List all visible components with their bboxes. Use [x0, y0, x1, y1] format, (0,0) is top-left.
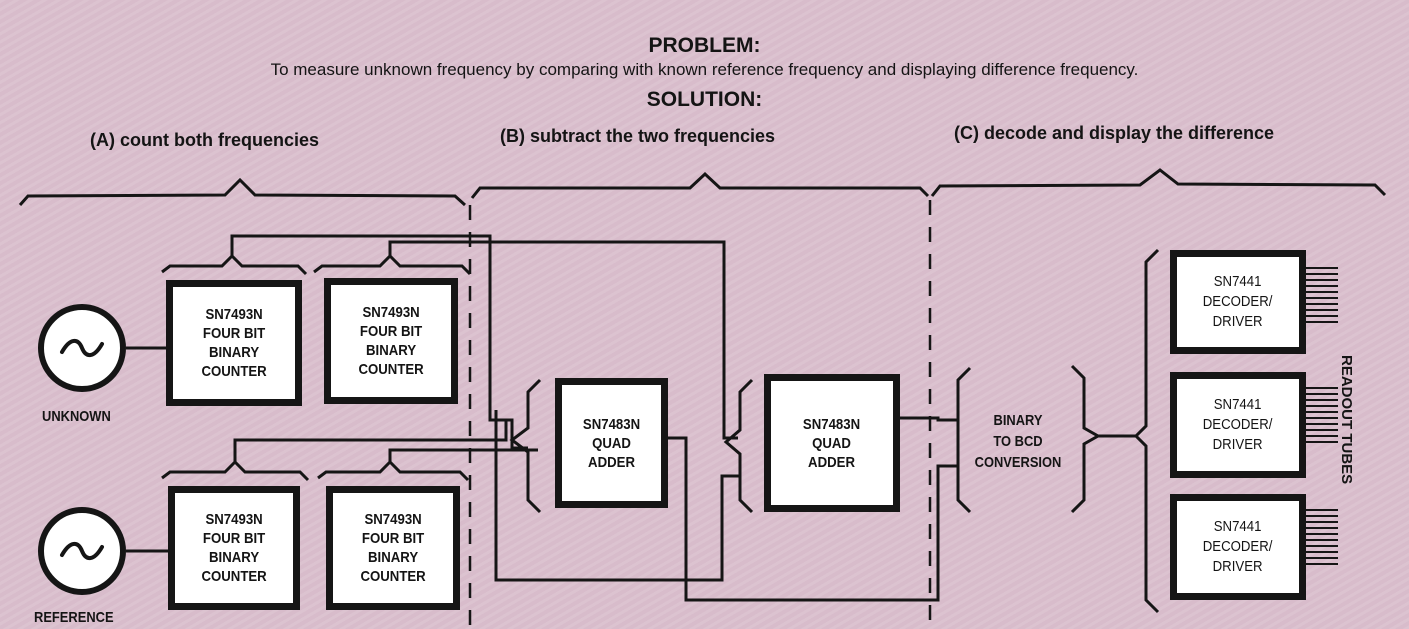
brace-counters-unknown-b	[313, 253, 472, 276]
brace-decoders	[1133, 248, 1160, 614]
wire-reference-a	[233, 420, 508, 462]
brace-conversion-left	[956, 366, 972, 514]
brace-conversion-right	[1070, 364, 1102, 514]
brace-section-c	[930, 168, 1387, 197]
counter-reference-2: SN7493N FOUR BIT BINARY COUNTER	[326, 486, 460, 610]
unknown-oscillator	[38, 304, 126, 392]
brace-adder-2-input	[723, 378, 754, 514]
adder-2: SN7483N QUAD ADDER	[764, 374, 900, 512]
decoder-1-pins	[1302, 267, 1338, 323]
sine-wave-icon	[60, 339, 104, 357]
counter-reference-1: SN7493N FOUR BIT BINARY COUNTER	[168, 486, 300, 610]
counter-unknown-2: SN7493N FOUR BIT BINARY COUNTER	[324, 278, 458, 404]
sine-wave-icon	[60, 542, 104, 560]
decoder-2: SN7441 DECODER/ DRIVER	[1170, 372, 1306, 478]
wire-adder-link	[666, 436, 958, 602]
adder-2-label: SN7483N QUAD ADDER	[803, 415, 861, 471]
step-a-label: (A) count both frequencies	[90, 130, 319, 150]
adder-1: SN7483N QUAD ADDER	[555, 378, 668, 508]
adder-1-label: SN7483N QUAD ADDER	[582, 415, 641, 471]
binary-to-bcd-label: BINARY TO BCD CONVERSION	[974, 412, 1062, 471]
decoder-1-label: SN7441 DECODER/ DRIVER	[1203, 273, 1273, 330]
counter-reference-1-label: SN7493N FOUR BIT BINARY COUNTER	[201, 511, 267, 585]
decoder-3-pins	[1302, 509, 1338, 565]
brace-section-a	[18, 177, 467, 207]
step-b-label: (B) subtract the two frequencies	[500, 126, 776, 146]
decoder-3-label: SN7441 DECODER/ DRIVER	[1203, 518, 1273, 575]
brace-section-b	[470, 171, 930, 199]
counter-unknown-1: SN7493N FOUR BIT BINARY COUNTER	[166, 280, 302, 406]
brace-counters-reference-b	[317, 459, 470, 482]
solution-heading: SOLUTION:	[646, 88, 763, 111]
decoder-pins	[1302, 267, 1338, 565]
unknown-label: UNKNOWN	[42, 408, 111, 425]
brace-counters-reference-a	[161, 459, 310, 482]
reference-label: REFERENCE	[34, 609, 114, 626]
wire-reference-b	[388, 448, 538, 462]
decoder-2-pins	[1302, 387, 1338, 443]
brace-adder-1-input	[509, 378, 542, 514]
problem-heading: PROBLEM:	[648, 34, 761, 57]
counter-unknown-1-label: SN7493N FOUR BIT BINARY COUNTER	[201, 306, 267, 380]
counter-reference-2-label: SN7493N FOUR BIT BINARY COUNTER	[360, 511, 426, 585]
step-c-label: (C) decode and display the difference	[954, 123, 1275, 143]
problem-statement: To measure unknown frequency by comparin…	[270, 60, 1139, 79]
wire-to-adder-2	[494, 410, 740, 582]
decoder-1: SN7441 DECODER/ DRIVER	[1170, 250, 1306, 354]
decoder-3: SN7441 DECODER/ DRIVER	[1170, 494, 1306, 600]
wire-adder-out	[900, 416, 958, 422]
wire-unknown-a	[230, 234, 528, 450]
reference-oscillator	[38, 507, 126, 595]
brace-counters-unknown-a	[161, 253, 308, 276]
decoder-2-label: SN7441 DECODER/ DRIVER	[1203, 396, 1273, 453]
readout-tubes-label: READOUT TUBES	[1338, 355, 1355, 485]
counter-unknown-2-label: SN7493N FOUR BIT BINARY COUNTER	[358, 304, 424, 378]
